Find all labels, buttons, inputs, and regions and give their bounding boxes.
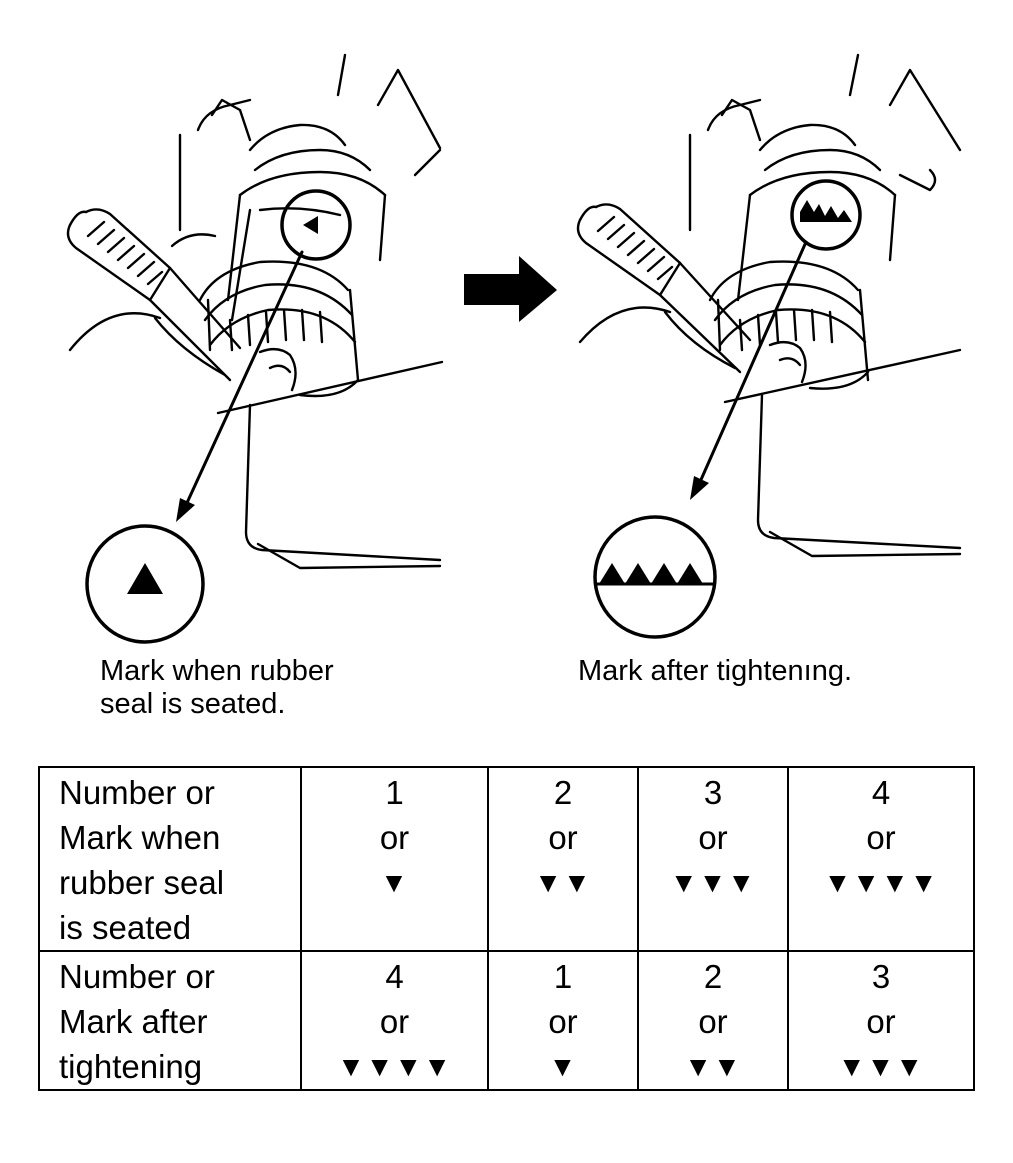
table-cell: 3 or ▼▼▼: [637, 766, 789, 952]
cell-number: 1: [385, 774, 404, 811]
left-assembly-drawing: [66, 53, 444, 570]
row-header-seated: Number or Mark when rubber seal is seate…: [38, 766, 302, 952]
small-triangle-icon: [303, 216, 318, 234]
table-cell: 4 or ▼▼▼▼: [787, 766, 975, 952]
triangle-marks-icon: ▼▼▼: [837, 1051, 925, 1082]
cell-number: 3: [871, 958, 891, 995]
cell-or: or: [698, 1003, 728, 1040]
cell-or: or: [379, 819, 410, 856]
table-cell: 1 or ▼: [487, 950, 639, 1091]
cell-number: 2: [703, 958, 723, 995]
right-assembly-drawing: [576, 53, 962, 558]
caption-mark-when-seated: Mark when rubber seal is seated.: [100, 655, 334, 720]
table-cell: 1 or ▼: [300, 766, 489, 952]
four-triangle-marks-icon: [599, 563, 716, 584]
triangle-marks-icon: ▼▼: [684, 1051, 742, 1082]
cell-or: or: [698, 819, 728, 856]
table-row: Number or Mark when rubber seal is seate…: [38, 766, 975, 952]
triangle-marks-icon: ▼: [380, 867, 409, 898]
left-arrowhead-icon: [176, 498, 195, 522]
triangle-marks-icon: ▼: [548, 1051, 578, 1082]
cell-number: 1: [553, 958, 573, 995]
cell-or: or: [866, 819, 896, 856]
triangle-mark-icon: [127, 563, 163, 594]
transition-arrow-icon: [464, 256, 557, 322]
left-mark-circle-small: [280, 189, 352, 261]
left-callout-circle: [85, 524, 205, 644]
table-cell: 4 or ▼▼▼▼: [300, 950, 489, 1091]
mark-correspondence-table: Number or Mark when rubber seal is seate…: [38, 766, 975, 1091]
cell-number: 3: [703, 774, 723, 811]
cell-number: 2: [553, 774, 573, 811]
right-mark-circle-small: [790, 179, 862, 251]
triangle-marks-icon: ▼▼▼▼: [823, 867, 939, 898]
cell-number: 4: [871, 774, 891, 811]
triangle-marks-icon: ▼▼: [534, 867, 592, 898]
small-triangles-icon: [800, 200, 852, 222]
right-arrowhead-icon: [690, 476, 709, 500]
row-header-tightened: Number or Mark after tightening: [38, 950, 302, 1091]
table-cell: 2 or ▼▼: [637, 950, 789, 1091]
cell-or: or: [866, 1003, 896, 1040]
caption-mark-after-tightening: Mark after tightenıng.: [578, 655, 853, 687]
diagram-illustration: [66, 53, 962, 644]
cell-or: or: [548, 1003, 578, 1040]
cell-or: or: [379, 1003, 410, 1040]
table-cell: 2 or ▼▼: [487, 766, 639, 952]
triangle-marks-icon: ▼▼▼: [669, 867, 757, 898]
right-callout-circle: [593, 515, 717, 639]
table-cell: 3 or ▼▼▼: [787, 950, 975, 1091]
triangle-marks-icon: ▼▼▼▼: [337, 1051, 452, 1082]
cell-number: 4: [385, 958, 404, 995]
cell-or: or: [548, 819, 578, 856]
